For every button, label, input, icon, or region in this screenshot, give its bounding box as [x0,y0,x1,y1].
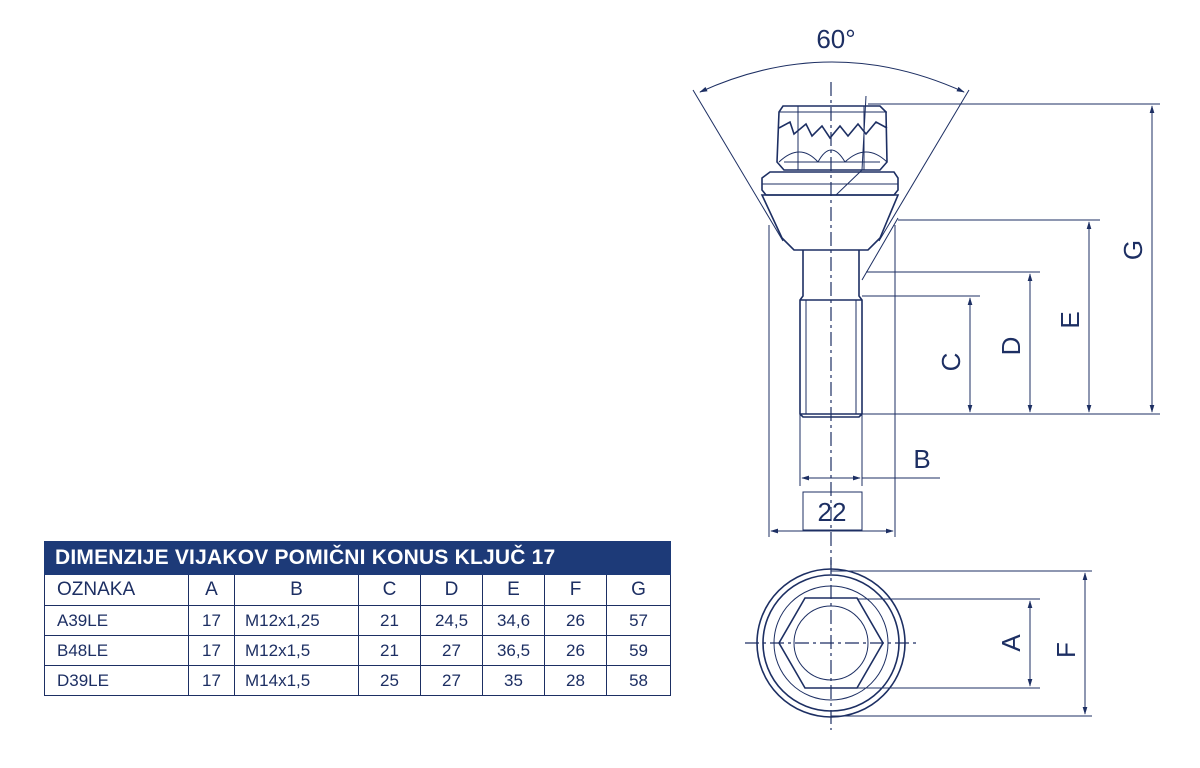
dimensions-table: DIMENZIJE VIJAKOV POMIČNI KONUS KLJUČ 17… [43,541,672,696]
dim-label-22: 22 [818,497,847,527]
bolt-top-view [745,560,917,730]
dim-label-d: D [996,337,1026,356]
dimensions-table-container: DIMENZIJE VIJAKOV POMIČNI KONUS KLJUČ 17… [43,541,672,696]
header-cell: F [544,574,607,606]
table-cell: 17 [188,635,235,666]
table-cell: M14x1,5 [234,665,359,696]
table-cell: 34,6 [482,605,545,636]
table-cell: 36,5 [482,635,545,666]
table-header-row: OZNAKA A B C D E F G [44,574,672,606]
broken-section-line [778,120,888,140]
table-cell: 57 [605,605,672,636]
dimension-b: B [799,414,940,486]
dim-label-e: E [1055,311,1085,328]
table-cell: 59 [605,635,672,666]
dimension-f: F [1051,572,1088,715]
header-cell: C [358,574,421,606]
dim-label-a: A [996,634,1026,652]
table-row: B48LE 17 M12x1,5 21 27 36,5 26 59 [44,635,672,666]
dimension-g: G [1118,105,1155,413]
cone-seat [760,194,900,251]
table-cell: A39LE [44,605,189,636]
header-cell: D [420,574,483,606]
shank [799,250,863,418]
hex-head [776,105,888,171]
dimension-22-box [802,491,863,531]
table-cell: 25 [358,665,421,696]
table-cell: 17 [188,665,235,696]
dimension-22: 22 [768,225,896,537]
dim-label-b: B [913,444,930,474]
table-cell: 21 [358,605,421,636]
table-cell: M12x1,5 [234,635,359,666]
table-row: D39LE 17 M14x1,5 25 27 35 28 58 [44,665,672,696]
dimension-d: D [996,273,1033,413]
table-row: A39LE 17 M12x1,25 21 24,5 34,6 26 57 [44,605,672,636]
table-cell: 35 [482,665,545,696]
bolt-side-view [760,82,900,565]
table-cell: D39LE [44,665,189,696]
table-cell: 26 [544,635,607,666]
extension-lines [862,103,1160,415]
table-cell: 28 [544,665,607,696]
angle-dimension: 60° [692,24,970,242]
table-cell: M12x1,25 [234,605,359,636]
header-cell: OZNAKA [44,574,189,606]
dimension-c: C [936,297,973,413]
header-cell: B [234,574,359,606]
angle-label: 60° [816,24,855,54]
table-cell: 24,5 [420,605,483,636]
table-cell: B48LE [44,635,189,666]
table-title: DIMENZIJE VIJAKOV POMIČNI KONUS KLJUČ 17 [43,541,672,575]
table-cell: 21 [358,635,421,666]
header-cell: A [188,574,235,606]
header-cell: G [605,574,672,606]
header-cell: E [482,574,545,606]
table-cell: 27 [420,665,483,696]
table-cell: 58 [605,665,672,696]
dimension-e: E [1055,221,1092,413]
table-cell: 27 [420,635,483,666]
table-cell: 26 [544,605,607,636]
dim-label-g: G [1118,240,1148,260]
table-cell: 17 [188,605,235,636]
top-view-extension-lines [831,570,1092,717]
dim-label-f: F [1051,642,1081,658]
dimension-a: A [996,600,1033,687]
dim-label-c: C [936,353,966,372]
